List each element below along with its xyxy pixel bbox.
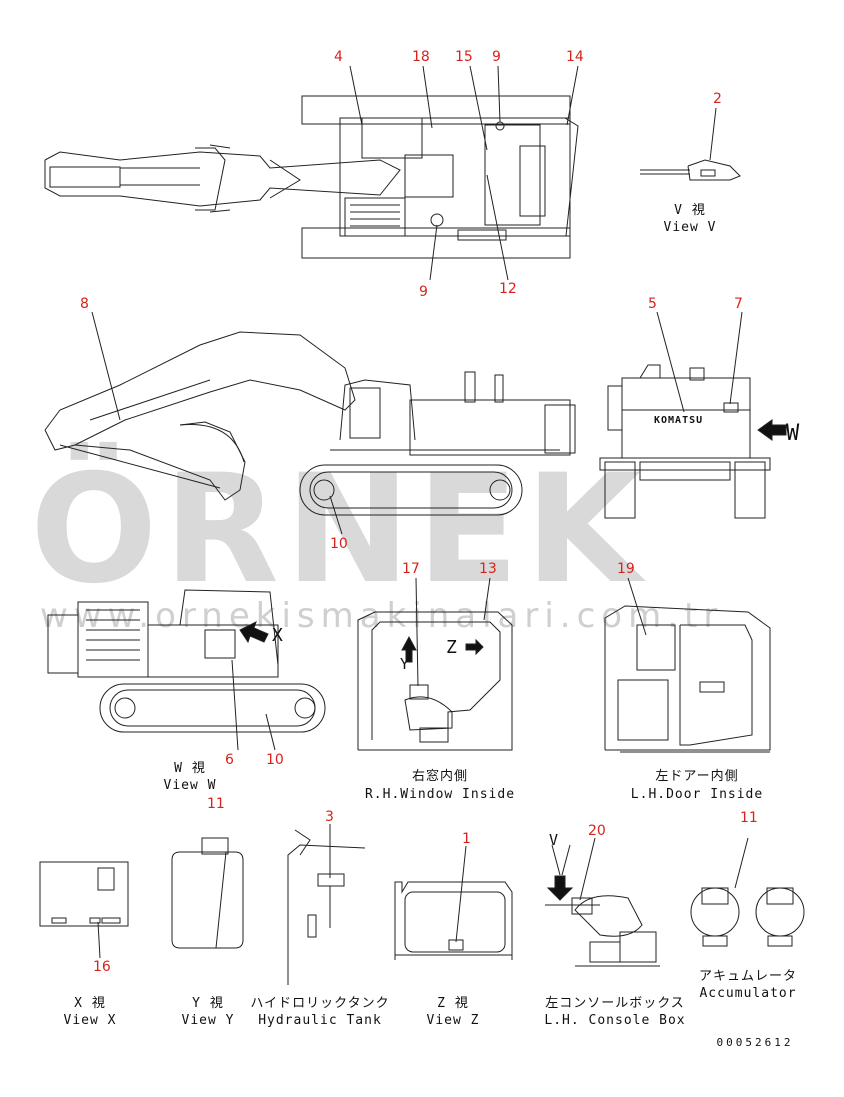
caption-lh-door-jp: 左ドアー内側: [655, 769, 739, 784]
callout-16: 16: [93, 959, 111, 975]
caption-view-z-jp: Z 視: [437, 996, 469, 1011]
caption-console-jp: 左コンソールボックス: [545, 996, 685, 1011]
watermark-brand: ÖRNEK: [30, 443, 648, 617]
view-v-part: [640, 159, 741, 181]
arrow-letter-z: Z: [446, 637, 458, 658]
callout-10-side: 10: [330, 536, 348, 552]
caption-view-w-jp: W 視: [174, 761, 206, 776]
callout-4: 4: [334, 49, 343, 65]
callout-17: 17: [402, 561, 420, 577]
caption-view-z-en: View Z: [426, 1013, 480, 1028]
caption-hydraulic-jp: ハイドロリックタンク: [250, 996, 390, 1011]
caption-view-x-jp: X 視: [74, 996, 106, 1011]
callout-13: 13: [479, 561, 497, 577]
callout-11-y: 11: [207, 796, 225, 812]
callout-1: 1: [462, 831, 471, 847]
arrow-letter-w: W: [786, 421, 801, 446]
arrow-letter-y: Y: [400, 655, 411, 673]
caption-accumulator-jp: アキュムレータ: [698, 969, 797, 984]
callout-15: 15: [455, 49, 473, 65]
caption-console-en: L.H. Console Box: [544, 1013, 686, 1028]
machine-brand-label: KOMATSU: [654, 415, 704, 426]
drawing-number: 00052612: [716, 1036, 794, 1049]
callout-11-acc: 11: [740, 810, 758, 826]
caption-view-y-jp: Y 視: [192, 996, 224, 1011]
callout-9-top: 9: [492, 49, 501, 65]
arrow-letter-x: X: [272, 625, 284, 646]
view-w-machine: [47, 589, 326, 733]
caption-accumulator-en: Accumulator: [699, 986, 797, 1001]
view-y-part: [171, 837, 244, 949]
rh-window-panel: [357, 611, 513, 751]
callout-3: 3: [325, 809, 334, 825]
rear-view-machine: [599, 364, 787, 519]
callout-5: 5: [648, 296, 657, 312]
caption-view-w-en: View W: [163, 778, 217, 793]
view-z-part: [394, 881, 513, 960]
arrow-letter-v: V: [549, 831, 560, 849]
callout-8: 8: [80, 296, 89, 312]
lh-door-panel: [604, 605, 771, 753]
caption-view-v-jp: V 視: [674, 203, 706, 218]
callout-18: 18: [412, 49, 430, 65]
top-view-machine: [44, 95, 579, 259]
leader-lines: [91, 65, 749, 959]
callout-19: 19: [617, 561, 635, 577]
view-x-part: [39, 861, 129, 927]
callout-2: 2: [713, 91, 722, 107]
caption-rh-window-en: R.H.Window Inside: [364, 787, 516, 802]
caption-rh-window-jp: 右窓内側: [411, 769, 468, 784]
callout-9-bottom: 9: [419, 284, 428, 300]
accumulator: [690, 887, 805, 947]
callout-20: 20: [588, 823, 606, 839]
caption-view-x-en: View X: [63, 1013, 117, 1028]
console-box: [545, 844, 660, 967]
watermark-url: www.ornekismakinalari.com.tr: [40, 596, 724, 636]
callout-6: 6: [225, 752, 234, 768]
callout-14: 14: [566, 49, 584, 65]
caption-hydraulic-en: Hydraulic Tank: [258, 1013, 382, 1028]
callout-7: 7: [734, 296, 743, 312]
side-view-machine: [44, 331, 576, 516]
caption-view-v-en: View V: [663, 220, 717, 235]
callout-10-w: 10: [266, 752, 284, 768]
hydraulic-tank: [287, 829, 366, 985]
caption-view-y-en: View Y: [181, 1013, 235, 1028]
callout-12: 12: [499, 281, 517, 297]
caption-lh-door-en: L.H.Door Inside: [630, 787, 764, 802]
